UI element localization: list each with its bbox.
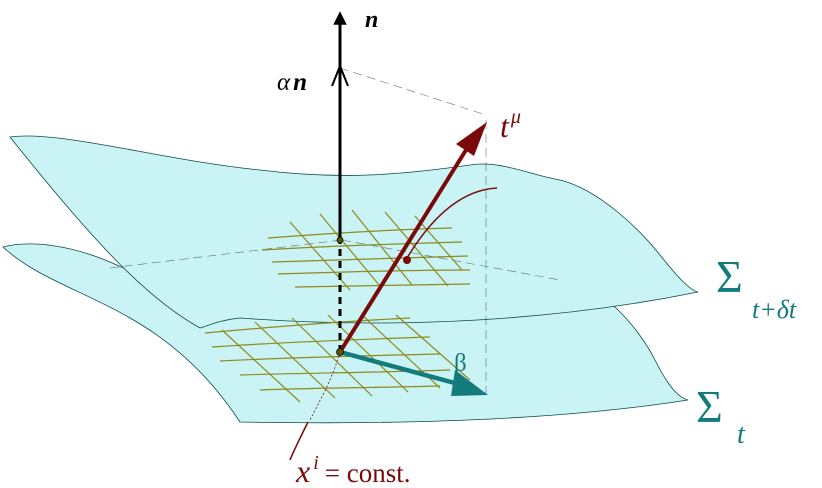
upper-origin-point [336, 236, 344, 244]
time-vector-t [338, 148, 468, 354]
coordinate-line-upper [406, 187, 498, 259]
guide-lines [109, 67, 561, 395]
label-n: n [365, 7, 378, 33]
sigma-upper-subscript: t+δt [752, 295, 797, 324]
label-sigma-upper: Σt+δt [716, 251, 797, 324]
label-sigma-lower: Σt [696, 381, 746, 450]
time-vector-arrowhead [456, 122, 487, 156]
alpha-symbol: α [277, 69, 291, 96]
shift-vector-beta [339, 349, 463, 388]
const-text: = const. [325, 458, 411, 488]
t-symbol: t [500, 108, 510, 144]
shift-vector-arrowhead [451, 370, 488, 396]
alpha-n-vector: n [293, 69, 307, 96]
i-superscript: i [313, 452, 319, 474]
sigma-upper-symbol: Σ [716, 251, 743, 302]
coordinate-line [289, 421, 309, 461]
alpha-n-arrowhead [331, 63, 349, 87]
sigma-lower-symbol: Σ [696, 381, 723, 432]
coordinate-line-dotted [309, 351, 341, 421]
lower-origin-point [336, 348, 344, 356]
sigma-lower-subscript: t [737, 419, 746, 450]
mu-superscript: μ [510, 106, 521, 128]
x-symbol: x [295, 453, 310, 488]
intersection-point [403, 256, 411, 264]
label-beta: β [454, 350, 467, 377]
